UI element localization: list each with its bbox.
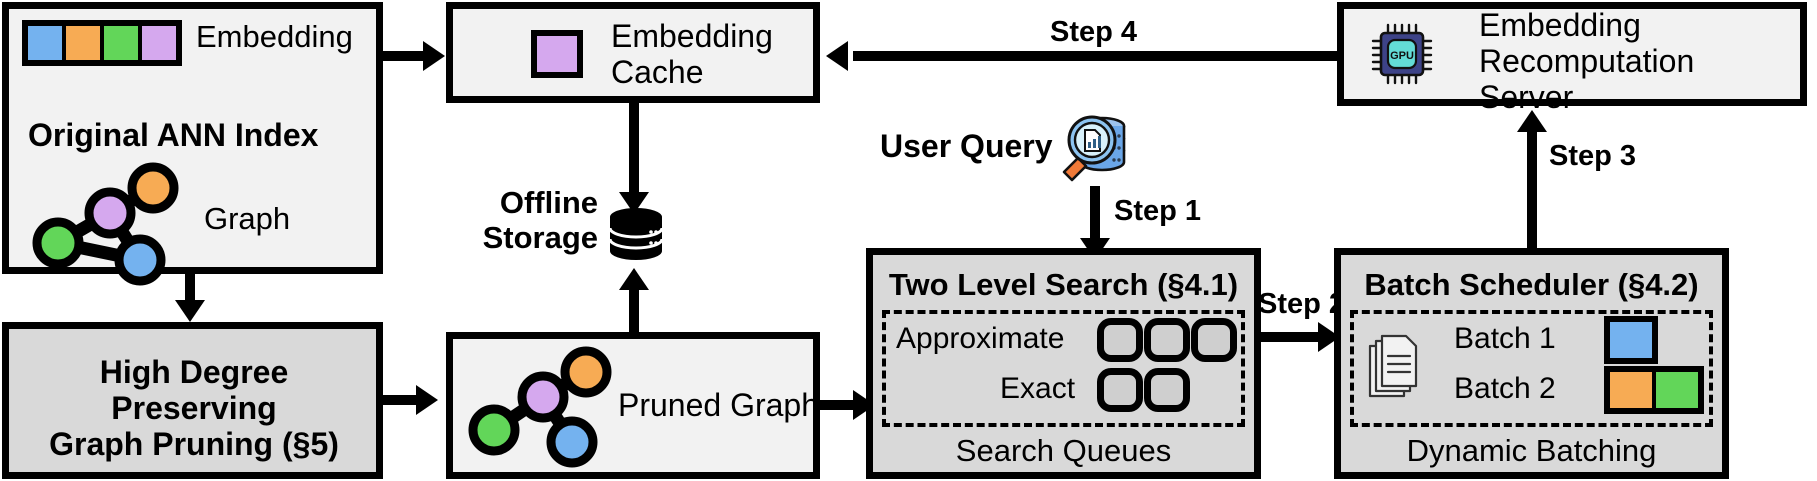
step2-label: Step 2 <box>1258 288 1346 320</box>
offline-storage-label: Offline Storage <box>482 185 598 255</box>
database-icon <box>608 208 664 260</box>
embedding-vector <box>22 20 182 66</box>
pruned-graph-label: Pruned Graph <box>618 387 820 423</box>
node-orange <box>127 162 179 214</box>
step3-label: Step 3 <box>1549 140 1637 172</box>
graph-pruning-label: High Degree Preserving Graph Pruning (§5… <box>49 354 339 462</box>
recompute-server-label: Embedding Recomputation Server <box>1479 7 1695 115</box>
pruned-graph-box <box>446 332 820 479</box>
arrow-step3-shaft <box>1527 130 1537 248</box>
step1-label: Step 1 <box>1114 195 1202 227</box>
node-green <box>468 404 520 456</box>
query-search-database-icon <box>1058 110 1132 186</box>
exact-label: Exact <box>1000 372 1076 405</box>
node-green <box>32 217 84 269</box>
embedding-cell-blue <box>28 26 66 60</box>
approximate-slot-2 <box>1144 318 1190 362</box>
pruned-graph-drawing <box>468 346 638 468</box>
original-ann-index-title: Original ANN Index <box>28 117 319 153</box>
arrow-ann-to-pruning-shaft <box>185 274 195 304</box>
dynamic-batching-footer: Dynamic Batching <box>1406 433 1657 468</box>
batch-2-cells <box>1604 366 1704 414</box>
search-queues-footer: Search Queues <box>955 433 1172 468</box>
arrow-embedding-to-cache-shaft <box>383 51 428 61</box>
approximate-slot-3 <box>1191 318 1237 362</box>
batch-2-cell-green <box>1656 372 1698 408</box>
exact-slot-1 <box>1097 368 1143 412</box>
batch-2-label: Batch 2 <box>1454 372 1556 405</box>
embedding-label: Embedding <box>196 19 353 54</box>
gpu-icon-text: GPU <box>1390 50 1414 62</box>
batch-1-label: Batch 1 <box>1454 322 1556 355</box>
search-queues-group <box>882 310 1245 427</box>
embedding-cache-box <box>446 2 820 103</box>
arrow-step3-head <box>1517 110 1547 132</box>
arrow-step4-head <box>826 41 848 71</box>
node-blue <box>114 234 166 286</box>
arrow-step2-shaft <box>1261 332 1323 342</box>
gpu-chip-icon: GPU <box>1370 23 1434 85</box>
arrow-cache-to-storage-shaft <box>629 103 639 198</box>
documents-icon <box>1366 332 1422 402</box>
dynamic-batching-group <box>1350 310 1713 427</box>
arrow-embedding-to-cache-head <box>423 41 445 71</box>
step4-label: Step 4 <box>1050 16 1138 48</box>
arrow-pruned-to-search-shaft <box>820 400 857 410</box>
arrow-pruning-to-pruned-shaft <box>383 395 421 405</box>
batch-1-cells <box>1604 316 1658 364</box>
node-purple <box>517 371 569 423</box>
graph-label: Graph <box>204 201 291 236</box>
arrow-step4-shaft <box>853 51 1337 61</box>
node-blue <box>546 416 598 468</box>
graph-pruning-box <box>2 322 383 479</box>
approximate-slot-1 <box>1097 318 1143 362</box>
batch-2-cell-orange <box>1610 372 1656 408</box>
arrow-ann-to-pruning-head <box>175 300 205 322</box>
node-orange <box>560 346 612 398</box>
two-level-search-title: Two Level Search (§4.1) <box>888 267 1239 302</box>
batch-scheduler-title: Batch Scheduler (§4.2) <box>1364 267 1699 302</box>
embedding-cell-orange <box>66 26 104 60</box>
user-query-label: User Query <box>880 128 1053 164</box>
embedding-cache-swatch <box>531 30 583 78</box>
ann-graph <box>30 162 210 286</box>
two-level-search-box <box>866 248 1261 479</box>
arrow-pruned-to-storage-head <box>619 268 649 290</box>
exact-slot-2 <box>1144 368 1190 412</box>
node-purple <box>84 187 136 239</box>
batch-1-cell-blue <box>1610 322 1652 358</box>
approximate-label: Approximate <box>896 322 1065 355</box>
embedding-cache-label: Embedding Cache <box>611 18 773 90</box>
embedding-cell-purple <box>142 26 176 60</box>
arrow-pruned-to-storage-shaft <box>629 290 639 332</box>
embedding-cell-green <box>104 26 142 60</box>
arrow-step1-shaft <box>1090 186 1100 244</box>
arrow-pruning-to-pruned-head <box>416 385 438 415</box>
